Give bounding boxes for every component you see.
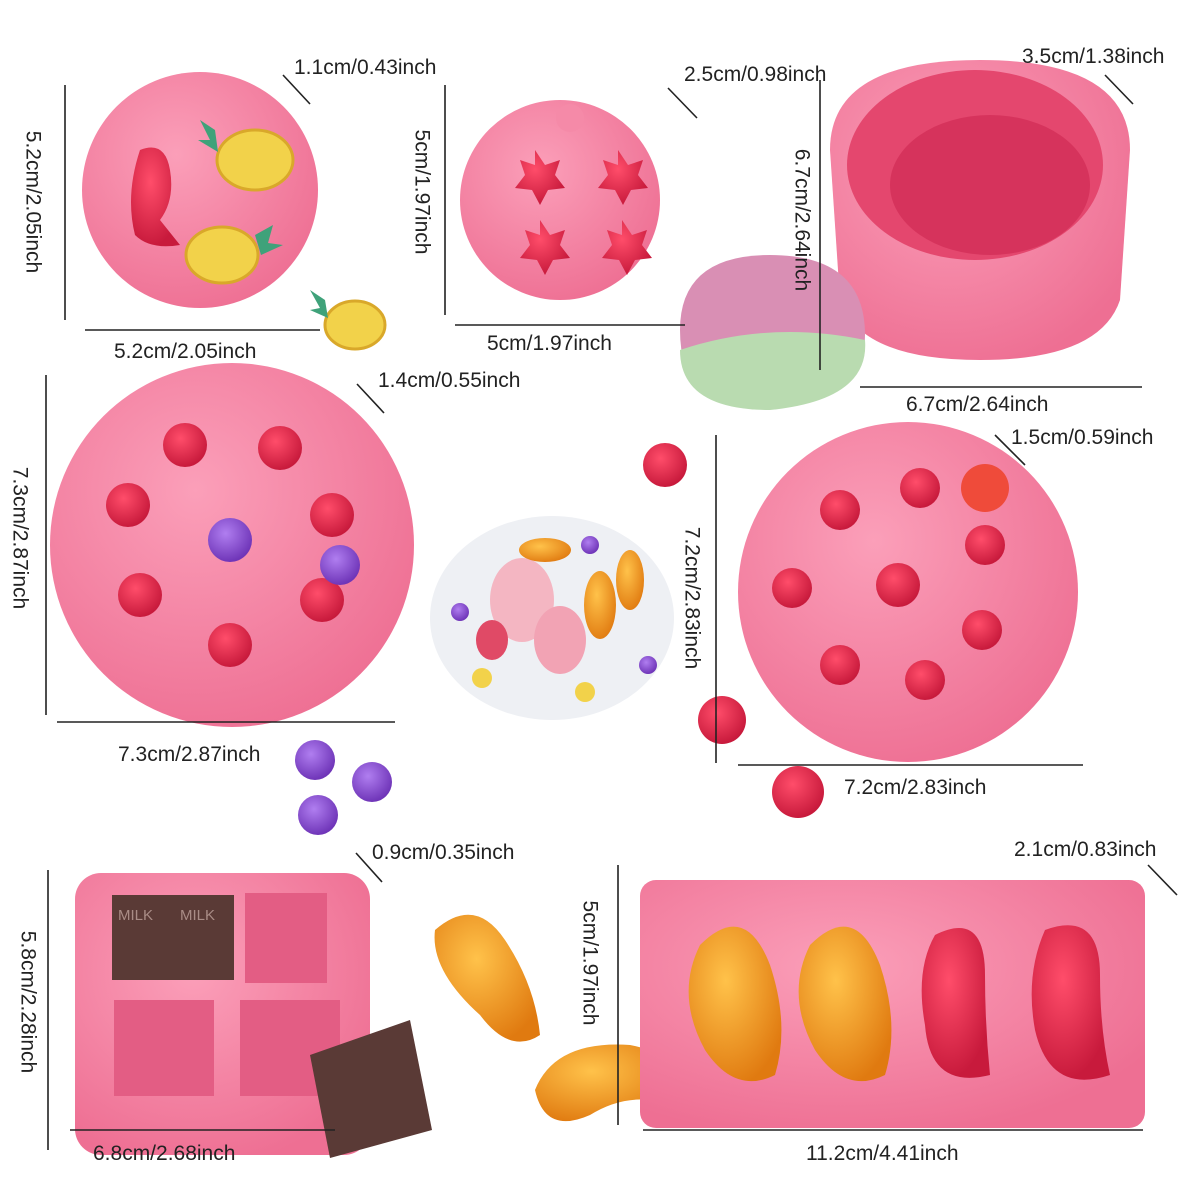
mold7-depth-label: 2.1cm/0.83inch — [1014, 838, 1157, 861]
mold-berries — [50, 363, 414, 727]
star-cavity — [598, 150, 648, 205]
mold7-height-label: 5cm/1.97inch — [578, 900, 602, 1026]
mold5-width-label: 7.2cm/2.83inch — [844, 776, 987, 799]
mold-icecream-bowl — [680, 60, 1130, 410]
mold2-width-label: 5cm/1.97inch — [487, 332, 612, 355]
mold4-width-label: 7.3cm/2.87inch — [118, 743, 261, 766]
loose-raspberries — [643, 443, 824, 818]
mold5-height-label: 7.2cm/2.83inch — [680, 526, 704, 670]
loose-blueberries — [295, 740, 392, 835]
chocolate-piece — [310, 1020, 432, 1158]
dimension-lines — [45, 74, 1178, 1150]
star-cavity — [520, 220, 570, 275]
mold4-depth-label: 1.4cm/0.55inch — [378, 369, 521, 392]
pineapple-loose — [310, 290, 387, 351]
mold-chocolate: MILK MILK — [75, 873, 432, 1158]
mold4-height-label: 7.3cm/2.87inch — [8, 466, 32, 610]
mold3-width-label: 6.7cm/2.64inch — [906, 393, 1049, 416]
blueberry — [320, 545, 360, 585]
mold6-width-label: 6.8cm/2.68inch — [93, 1142, 236, 1165]
mold5-depth-label: 1.5cm/0.59inch — [1011, 426, 1154, 449]
star-cavity — [515, 150, 565, 205]
pineapple-cavity-2 — [184, 225, 283, 285]
mold2-height-label: 5cm/1.97inch — [410, 129, 434, 255]
blueberry — [208, 518, 252, 562]
mold1-width-label: 5.2cm/2.05inch — [114, 340, 257, 363]
mold1-height-label: 5.2cm/2.05inch — [21, 130, 45, 274]
assorted-fruit-plate — [430, 516, 674, 720]
star-cavity — [602, 220, 652, 275]
mold1-depth-label: 1.1cm/0.43inch — [294, 56, 437, 79]
mold7-width-label: 11.2cm/4.41inch — [806, 1142, 959, 1165]
mold-pineapple — [82, 72, 387, 351]
mold6-height-label: 5.8cm/2.28inch — [16, 930, 40, 1074]
fish-cavity — [131, 147, 180, 247]
svg-text:MILK: MILK — [118, 907, 153, 924]
mold3-depth-label: 3.5cm/1.38inch — [1022, 45, 1165, 68]
svg-text:MILK: MILK — [180, 907, 215, 924]
mold-stars — [460, 100, 660, 300]
mold2-depth-label: 2.5cm/0.98inch — [684, 63, 827, 86]
mold-raspberries — [738, 422, 1078, 762]
mold6-depth-label: 0.9cm/0.35inch — [372, 841, 515, 864]
mold3-height-label: 6.7cm/2.64inch — [790, 148, 814, 292]
mold-orange-segments — [640, 880, 1145, 1128]
pineapple-cavity-1 — [198, 120, 295, 192]
chocolate-bar-cavity — [112, 895, 234, 980]
icecream-scoop — [680, 255, 866, 410]
